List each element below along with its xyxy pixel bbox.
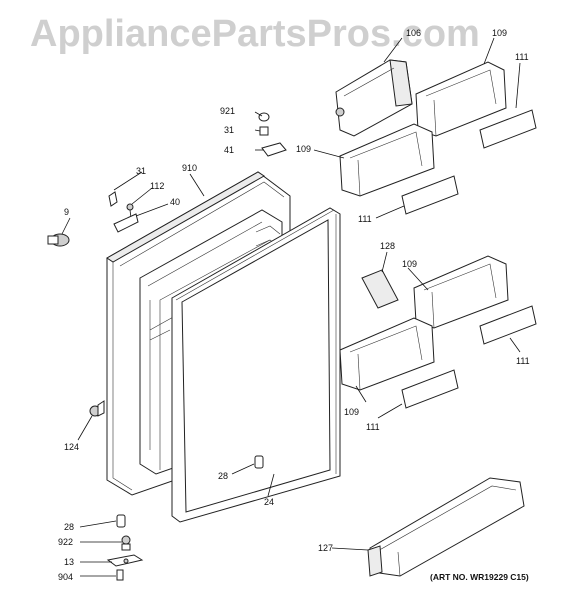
callout-910: 910 — [182, 163, 197, 173]
callout-111-b: 111 — [516, 356, 530, 366]
leader-lines — [61, 37, 521, 577]
part-13-hinge — [106, 554, 144, 567]
callout-41: 41 — [224, 145, 234, 155]
callout-24: 24 — [264, 497, 274, 507]
callout-9: 9 — [64, 207, 69, 217]
callout-112: 112 — [150, 181, 164, 191]
watermark: AppliancePartsPros.com — [30, 13, 480, 55]
door-gasket — [171, 207, 341, 523]
part-922-stop — [121, 535, 131, 551]
part-106-dairy-door — [335, 59, 413, 137]
part-109-bin-lower-left — [339, 317, 435, 391]
callout-111-top: 111 — [515, 52, 529, 62]
art-number: (ART NO. WR19229 C15) — [430, 572, 529, 582]
callout-921: 921 — [220, 106, 235, 116]
callout-922: 922 — [58, 537, 73, 547]
callout-109-b: 109 — [402, 259, 417, 269]
part-109-bin-mid-left — [339, 123, 435, 197]
callout-111-a: 111 — [358, 214, 372, 224]
part-111-rail-mid — [401, 175, 459, 215]
part-904-screw — [116, 569, 124, 581]
part-111-rail-lower-right — [479, 305, 537, 345]
part-40-hinge-bracket — [113, 213, 139, 233]
part-124-hinge-pin — [89, 400, 105, 417]
part-127-bottom-bin — [367, 477, 525, 577]
callout-31-a: 31 — [224, 125, 234, 135]
part-31-screw-top — [259, 126, 269, 136]
part-28-bushing-door — [254, 455, 264, 469]
callout-106: 106 — [406, 28, 421, 38]
callout-28-a: 28 — [218, 471, 228, 481]
callout-13: 13 — [64, 557, 74, 567]
callout-109-a: 109 — [296, 144, 311, 154]
callout-127: 127 — [318, 543, 333, 553]
part-41-plate — [261, 142, 287, 157]
part-9-cam — [47, 233, 70, 247]
part-109-bin-lower-right — [413, 255, 509, 329]
callout-128: 128 — [380, 241, 395, 251]
callout-124: 124 — [64, 442, 79, 452]
part-128-divider — [361, 269, 399, 309]
callout-31-b: 31 — [136, 166, 146, 176]
part-111-rail-lower-left — [401, 369, 459, 409]
callout-28-b: 28 — [64, 522, 74, 532]
part-921-cap — [258, 112, 270, 122]
part-31-screw-left — [108, 191, 118, 207]
callout-111-c: 111 — [366, 422, 380, 432]
part-111-rail-top — [479, 109, 537, 149]
callout-labels: 106 109 111 921 31 41 109 910 31 112 40 … — [58, 28, 530, 582]
callout-904: 904 — [58, 572, 73, 582]
callout-40: 40 — [170, 197, 180, 207]
part-28-bushing-lower — [116, 514, 126, 528]
callout-109-top: 109 — [492, 28, 507, 38]
callout-109-c: 109 — [344, 407, 359, 417]
